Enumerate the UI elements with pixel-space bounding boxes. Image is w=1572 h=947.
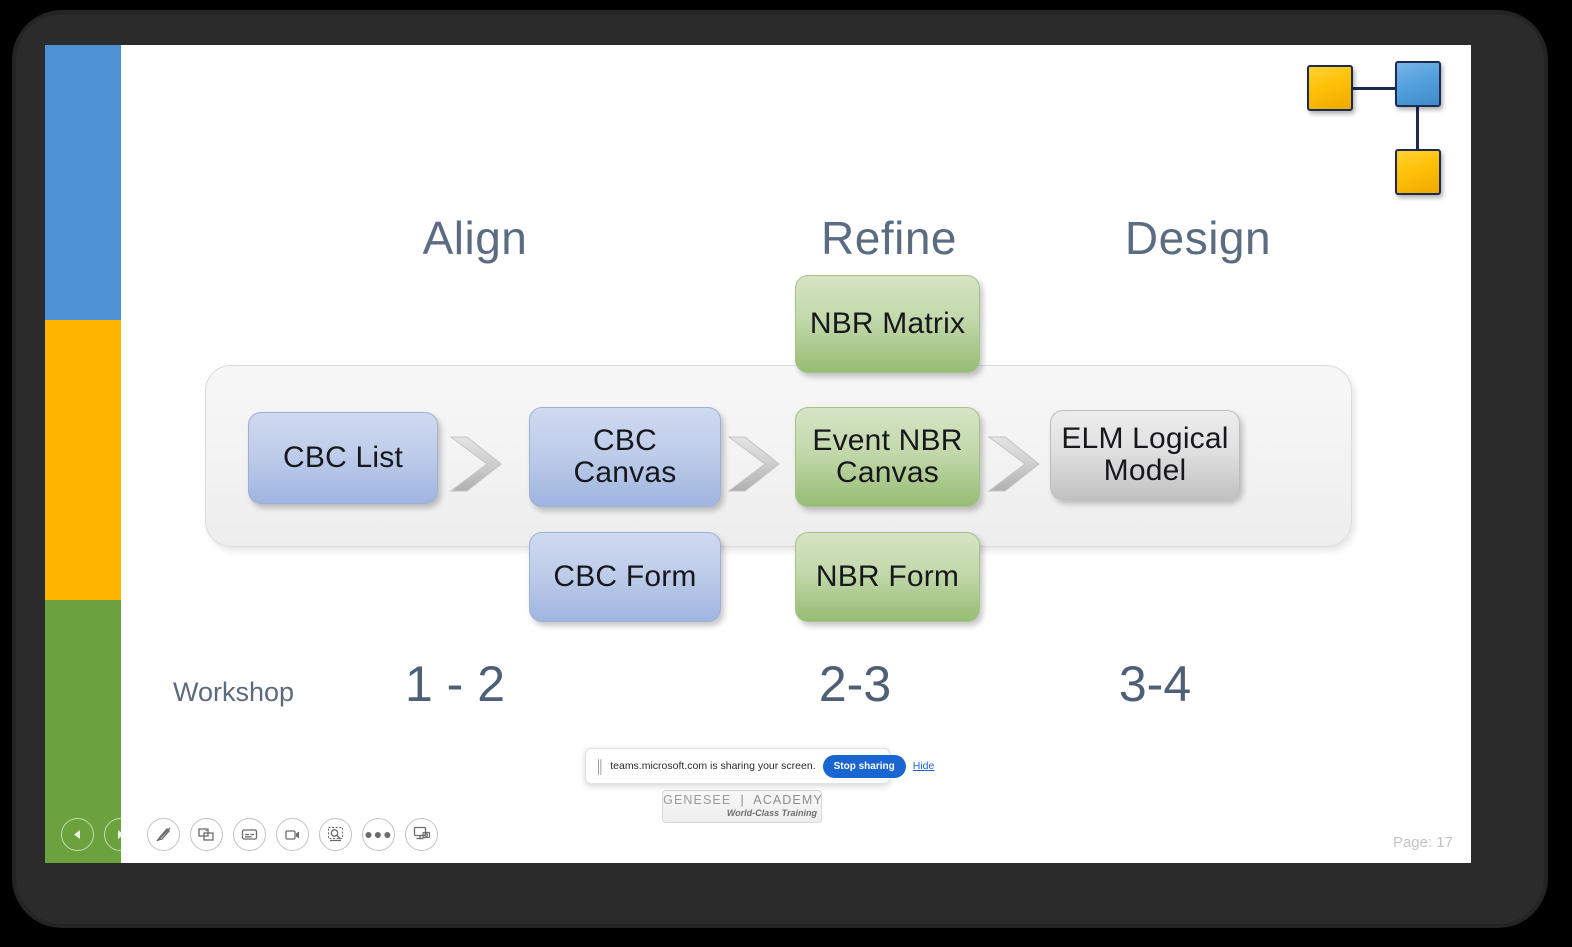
- screen-content-area: Align Refine Design: [45, 45, 1471, 863]
- sidebar-fade: [121, 45, 143, 863]
- presenter-toolbar: ●●●: [55, 811, 438, 857]
- logo-word-academy: ACADEMY: [753, 793, 822, 807]
- screen-share-notification[interactable]: ║ teams.microsoft.com is sharing your sc…: [585, 748, 934, 784]
- presenter-view-button[interactable]: [405, 817, 438, 851]
- powerpoint-slide: Align Refine Design: [45, 45, 1471, 863]
- hide-notification-link[interactable]: Hide: [912, 760, 935, 772]
- page-indicator: Page: 17: [1392, 834, 1453, 851]
- workshop-value-design: 3-4: [1118, 656, 1192, 712]
- camera-button[interactable]: [276, 817, 309, 851]
- workshop-row-label: Workshop: [173, 677, 295, 707]
- stop-sharing-button[interactable]: Stop sharing: [822, 754, 906, 778]
- pen-tools-button[interactable]: [147, 817, 180, 851]
- column-heading-align: Align: [422, 212, 528, 264]
- more-options-button[interactable]: ●●●: [362, 817, 395, 851]
- corner-logo: [1307, 51, 1457, 203]
- logo-connector-horizontal: [1353, 87, 1397, 90]
- all-slides-button[interactable]: [190, 817, 223, 851]
- logo-connector-vertical: [1416, 107, 1419, 151]
- node-nbr-form[interactable]: NBR Form: [795, 532, 980, 622]
- subtitles-button[interactable]: [233, 817, 266, 851]
- ellipsis-icon: ●●●: [364, 826, 393, 842]
- genesee-academy-wordmark: GENESEE | ACADEMY: [663, 793, 822, 807]
- zoom-region-button[interactable]: [319, 817, 352, 851]
- logo-word-separator: |: [735, 793, 750, 807]
- genesee-academy-tagline: World-Class Training: [726, 808, 817, 818]
- previous-slide-button[interactable]: [61, 817, 94, 851]
- next-slide-button[interactable]: [104, 817, 137, 851]
- device-bezel: Align Refine Design: [16, 14, 1544, 924]
- sidebar-band-blue: [45, 45, 121, 320]
- chevron-arrow-icon-1: [447, 433, 505, 495]
- genesee-academy-logo: GENESEE | ACADEMY World-Class Training: [662, 790, 822, 823]
- node-nbr-matrix[interactable]: NBR Matrix: [795, 275, 980, 373]
- logo-yellow-square-bottom: [1395, 149, 1441, 195]
- node-cbc-list[interactable]: CBC List: [248, 412, 438, 504]
- node-cbc-form[interactable]: CBC Form: [529, 532, 721, 622]
- drag-grip-icon[interactable]: ║: [595, 758, 604, 774]
- logo-yellow-square-left: [1307, 65, 1353, 111]
- column-heading-refine: Refine: [821, 212, 957, 264]
- workshop-value-align: 1 - 2: [404, 656, 506, 712]
- logo-blue-square-right: [1395, 61, 1441, 107]
- chevron-arrow-icon-2: [725, 433, 783, 495]
- sidebar-band-amber: [45, 320, 121, 600]
- chevron-arrow-icon-3: [985, 433, 1043, 495]
- column-heading-design: Design: [1124, 212, 1272, 264]
- workshop-value-refine: 2-3: [818, 656, 892, 712]
- logo-word-genesee: GENESEE: [663, 793, 732, 807]
- screen-share-message: teams.microsoft.com is sharing your scre…: [610, 760, 816, 772]
